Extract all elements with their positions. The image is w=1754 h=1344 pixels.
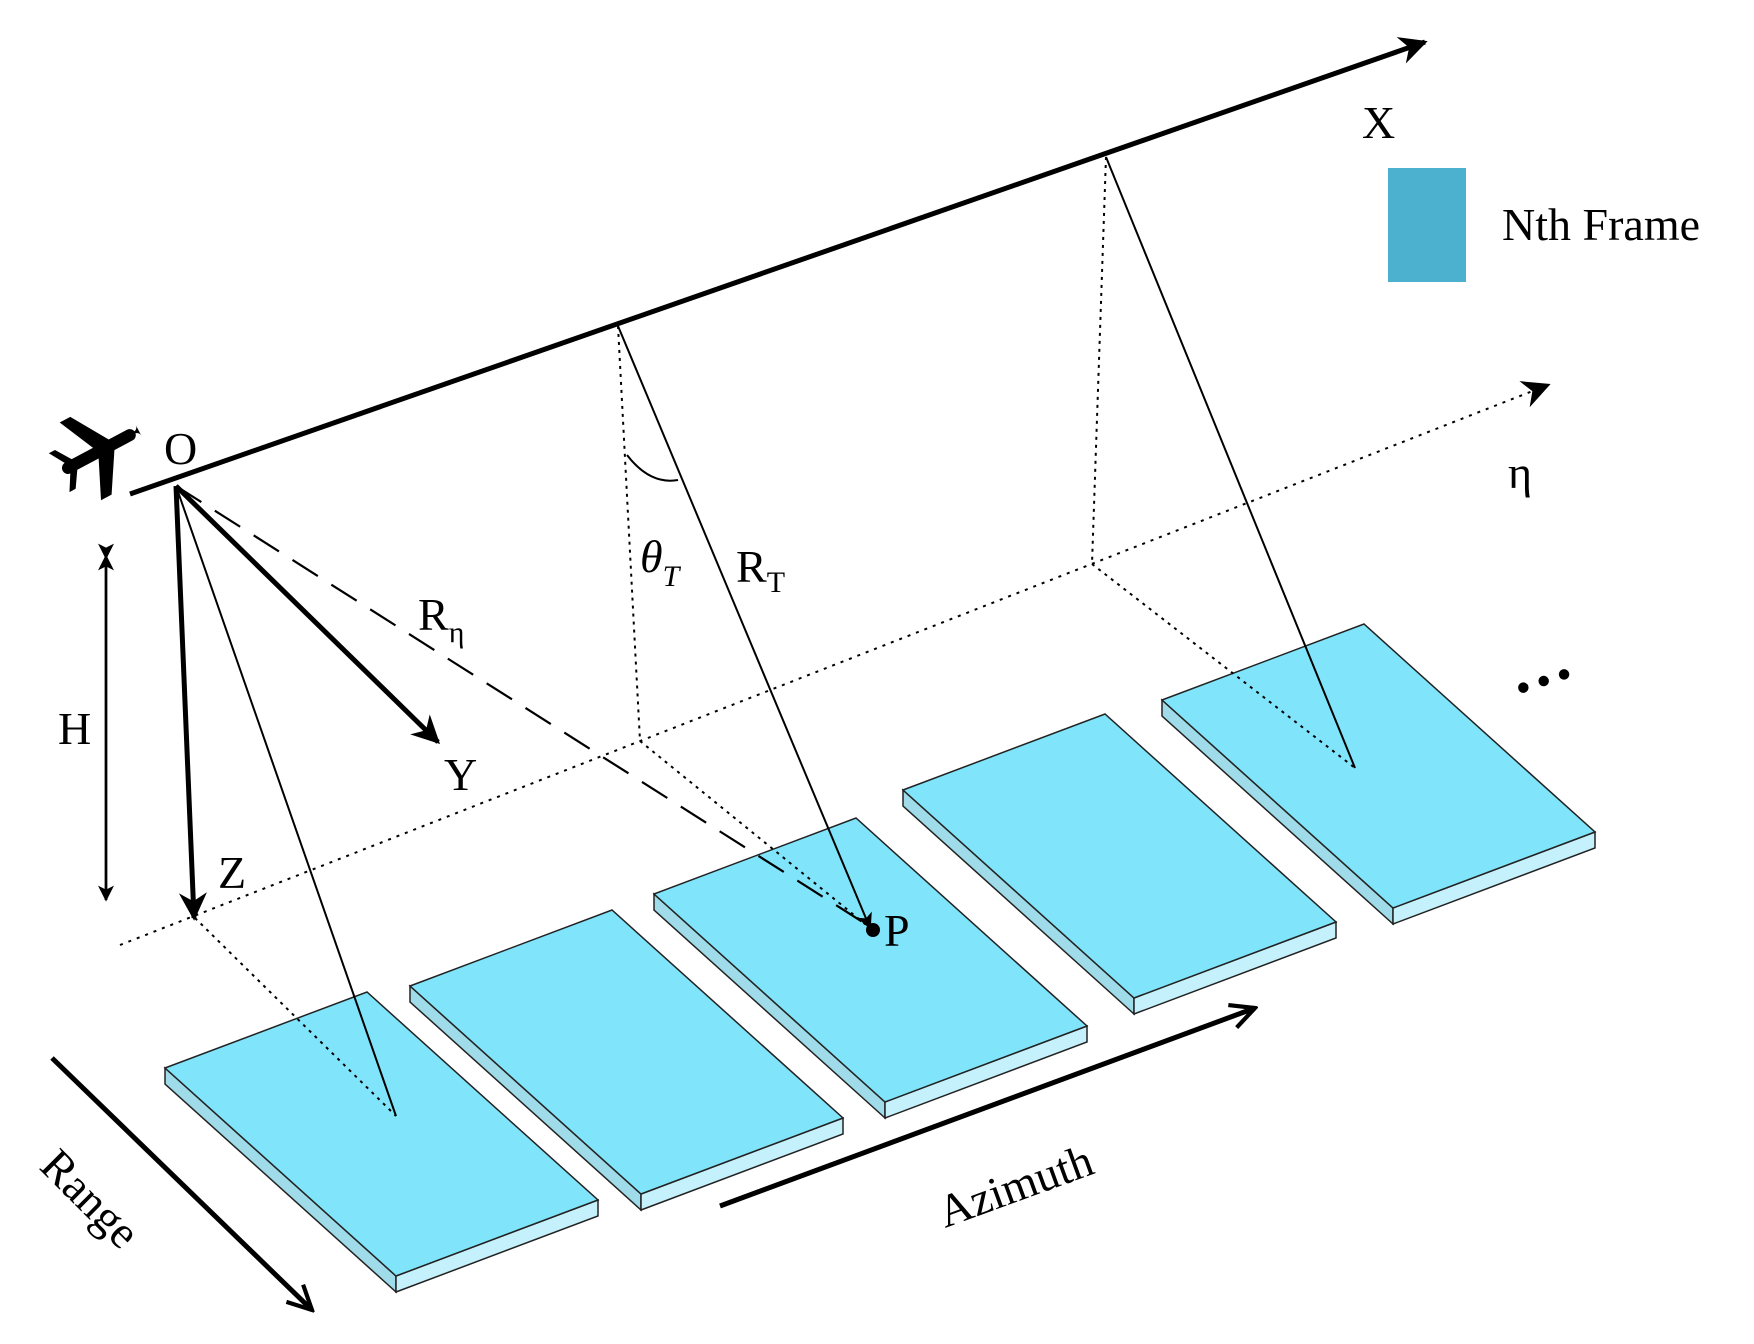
target-point-p bbox=[866, 923, 880, 937]
legend-swatch bbox=[1388, 168, 1466, 282]
frames-layer bbox=[163, 623, 1597, 1294]
y-axis bbox=[174, 484, 441, 744]
height-label: H bbox=[58, 703, 91, 754]
azimuth-label: Azimuth bbox=[931, 1134, 1100, 1237]
r-t-sub: T bbox=[767, 566, 785, 599]
azimuth-arrow bbox=[719, 1008, 1255, 1209]
r-eta-main: R bbox=[418, 589, 449, 640]
eta-label: η bbox=[1508, 447, 1532, 498]
airplane-icon bbox=[48, 416, 142, 501]
r-eta-label: Rη bbox=[418, 589, 464, 649]
ellipsis-label: ••• bbox=[1508, 647, 1584, 713]
x-axis-label: X bbox=[1362, 97, 1395, 148]
eta-axis-dotted bbox=[119, 381, 1551, 946]
r-eta-sub: η bbox=[449, 616, 465, 649]
frame-2-top bbox=[408, 909, 845, 1195]
z-axis bbox=[173, 485, 207, 921]
theta-main: θ bbox=[640, 531, 663, 582]
range-label: Range bbox=[31, 1139, 150, 1258]
beam-mid-rt bbox=[617, 325, 872, 930]
x-axis-flight-track bbox=[129, 37, 1428, 497]
r-t-label: RT bbox=[736, 541, 785, 599]
z-axis-label: Z bbox=[218, 847, 246, 898]
frame-4-top bbox=[901, 713, 1338, 999]
range-arrow bbox=[50, 1056, 312, 1310]
beam-left bbox=[175, 485, 397, 1117]
point-p-label: P bbox=[884, 905, 910, 956]
frame-5 bbox=[1160, 623, 1597, 926]
beam-right bbox=[1105, 156, 1356, 769]
theta-t-label: θT bbox=[640, 531, 682, 593]
frame-3-top bbox=[652, 817, 1089, 1103]
legend-label: Nth Frame bbox=[1502, 199, 1700, 250]
theta-angle-arc bbox=[626, 454, 679, 482]
theta-sub: T bbox=[663, 560, 682, 593]
frame-5-top bbox=[1160, 623, 1597, 909]
r-eta-dashed-line bbox=[175, 485, 873, 929]
projection-mid-ground bbox=[639, 740, 871, 929]
frame-4 bbox=[901, 713, 1338, 1016]
y-axis-label: Y bbox=[444, 749, 477, 800]
frame-3 bbox=[652, 817, 1089, 1120]
origin-label: O bbox=[164, 423, 197, 474]
frame-2 bbox=[408, 909, 845, 1212]
frame-1 bbox=[163, 991, 600, 1294]
projection-mid-vertical bbox=[617, 325, 641, 742]
frame-1-top bbox=[163, 991, 600, 1277]
projection-right-vertical bbox=[1091, 156, 1107, 565]
r-t-main: R bbox=[736, 541, 767, 592]
